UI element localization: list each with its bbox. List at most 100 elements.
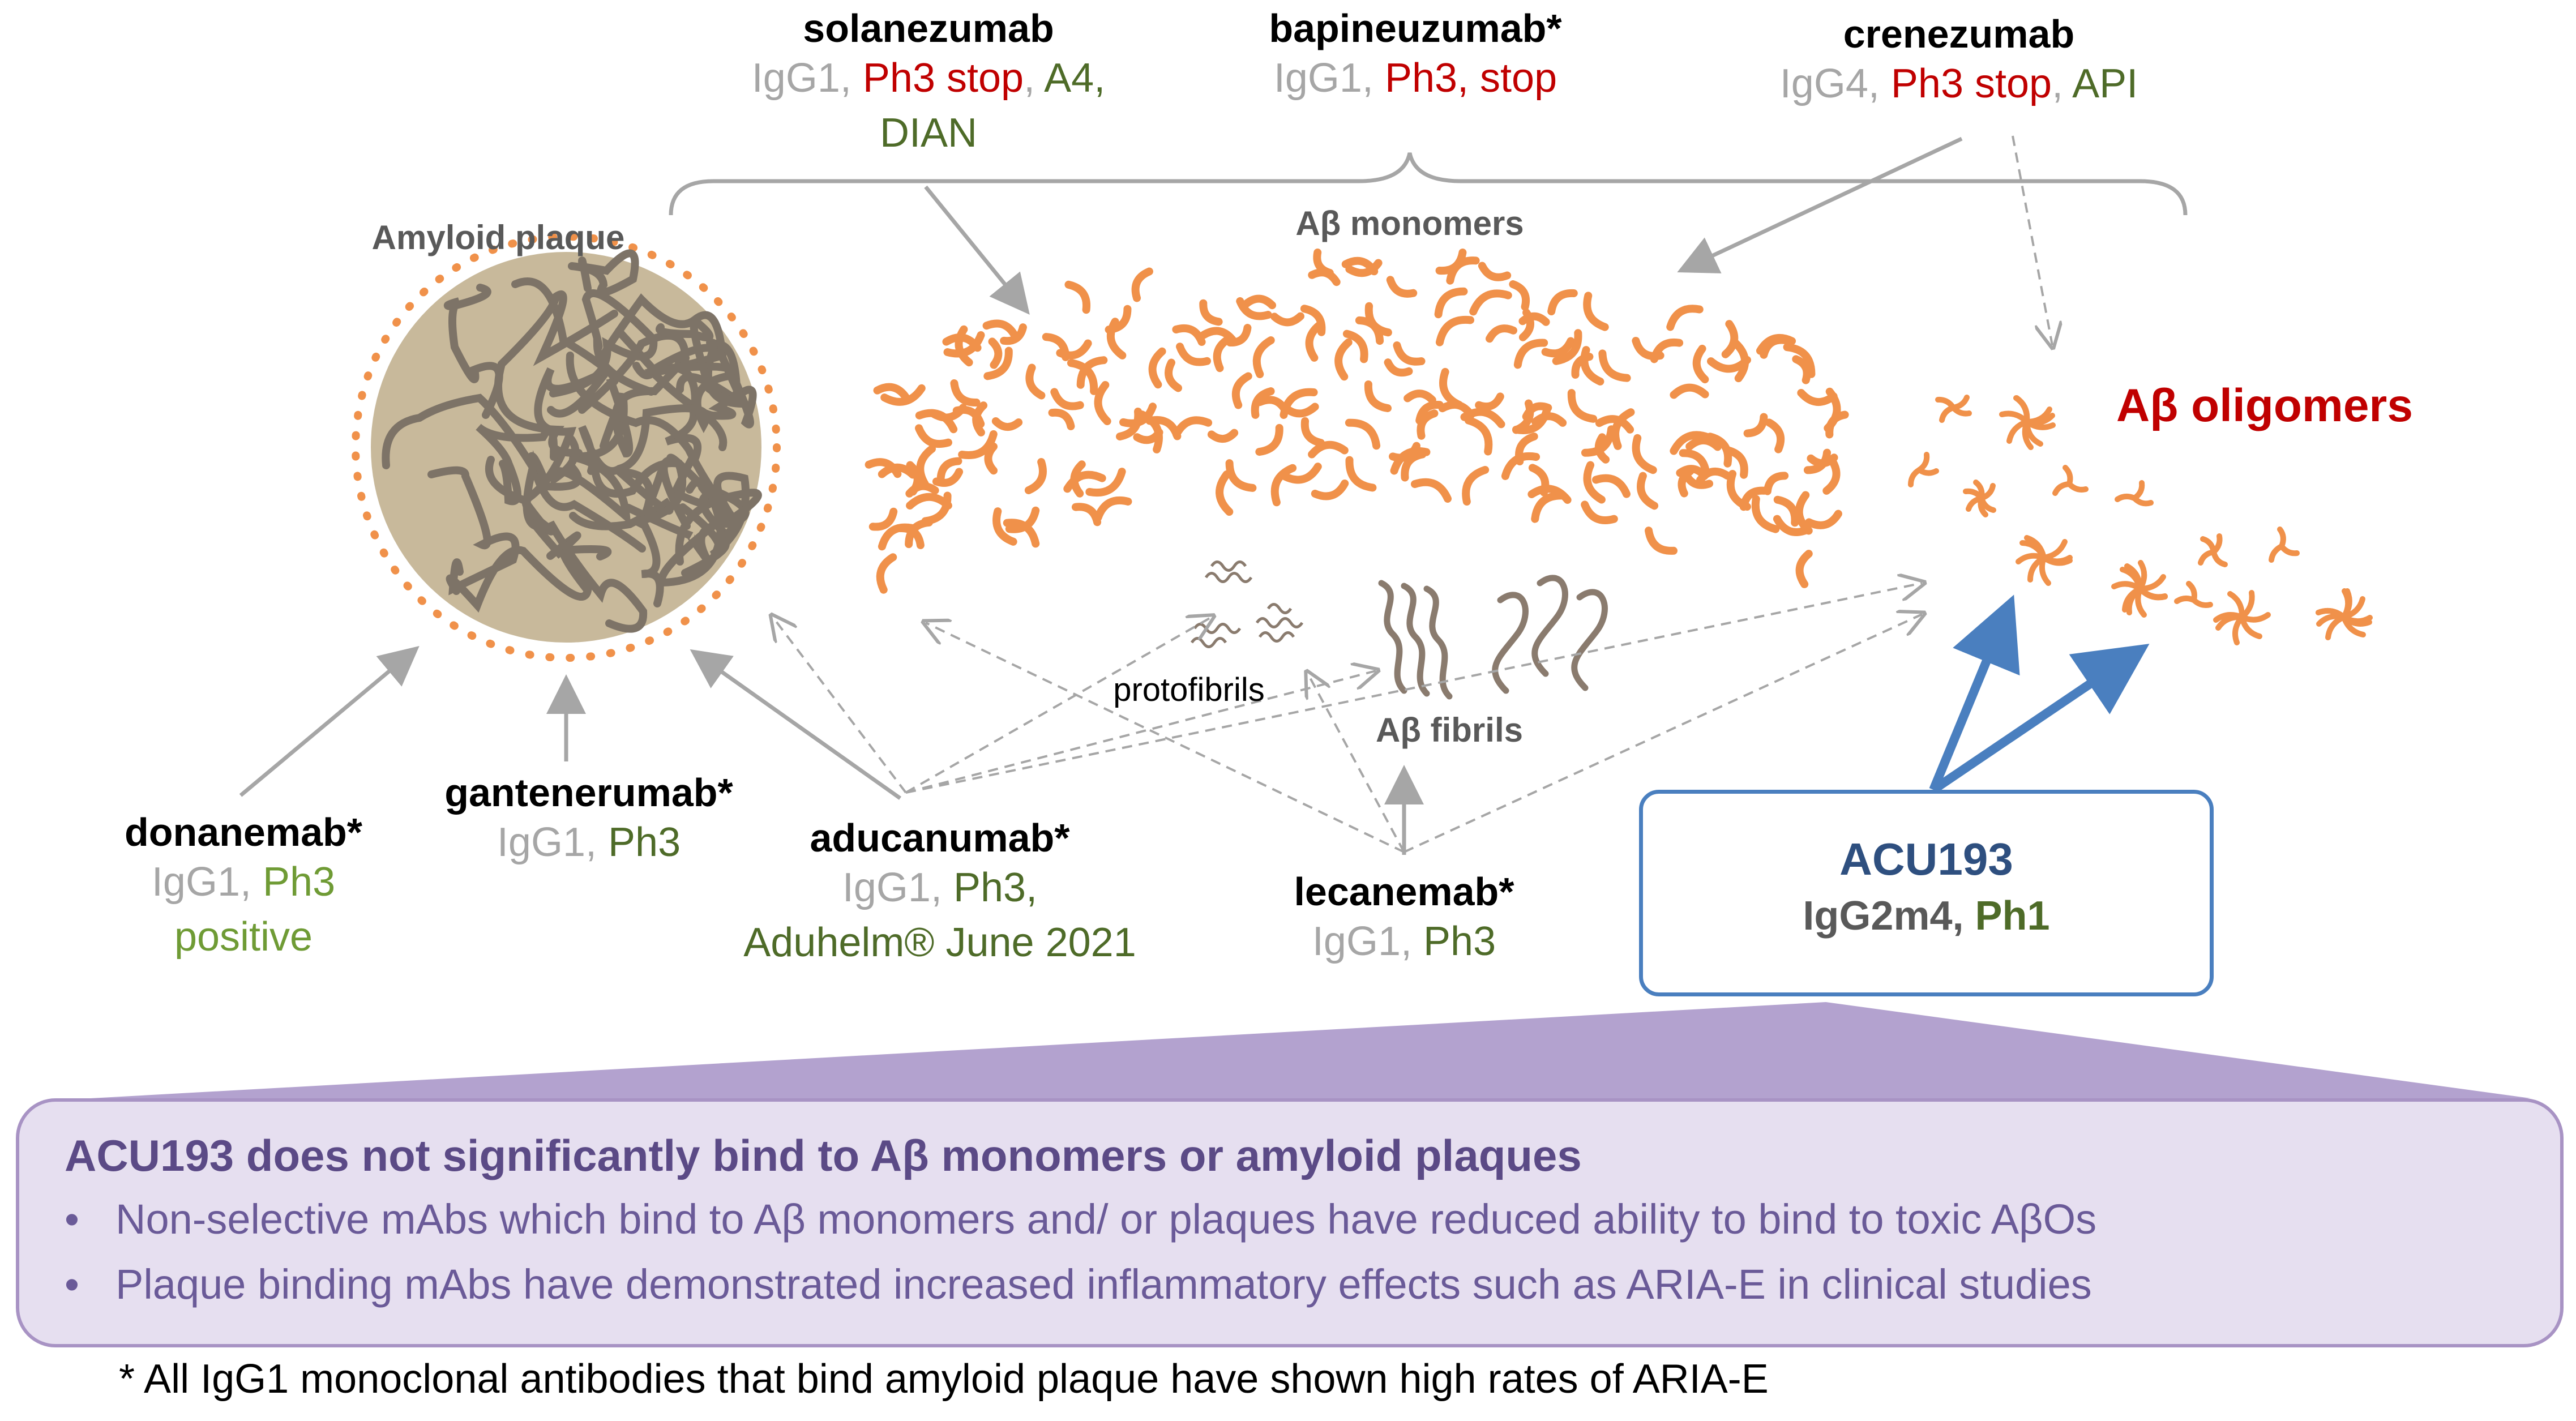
panel-bullet-2: •Plaque binding mAbs have demonstrated i… <box>65 1261 2092 1308</box>
monomer <box>1085 468 1126 497</box>
monomer <box>1231 372 1252 409</box>
plaque-fiber <box>590 450 687 607</box>
monomer <box>1300 417 1325 447</box>
amyloid-plaque-graphic <box>352 233 781 662</box>
ab-fibrils-graphic <box>1378 575 1608 700</box>
monomer <box>1236 297 1272 320</box>
monomer <box>1050 388 1084 410</box>
acu193-name: ACU193 <box>1839 834 2013 884</box>
monomer <box>916 444 936 489</box>
monomer <box>1216 470 1234 516</box>
oligomer <box>1908 452 1939 487</box>
plaque-fiber <box>476 423 558 506</box>
monomer <box>932 468 964 487</box>
monomer <box>1478 262 1512 281</box>
monomer <box>1390 447 1431 475</box>
monomer <box>1094 380 1111 426</box>
crenezumab-label: crenezumab IgG4, Ph3 stop, API <box>1779 12 2138 106</box>
monomer <box>1105 305 1132 334</box>
plaque-fiber <box>443 284 503 419</box>
monomer <box>1281 463 1322 484</box>
monomer <box>1792 355 1811 384</box>
monomer <box>1763 472 1789 495</box>
monomer <box>1270 464 1297 507</box>
monomer <box>1469 289 1512 316</box>
plaque-fiber <box>382 393 582 491</box>
monomer <box>1670 431 1714 455</box>
monomer <box>1076 356 1108 389</box>
plaque-fiber <box>494 290 618 457</box>
monomer <box>1345 418 1381 450</box>
monomer <box>1679 449 1710 477</box>
monomer <box>972 401 988 436</box>
monomer <box>1501 452 1541 480</box>
monomer-bracket <box>669 152 2188 216</box>
oligomer <box>2016 535 2073 586</box>
monomer <box>1255 423 1283 456</box>
monomer <box>936 457 962 483</box>
monomer <box>1067 359 1098 395</box>
monomer <box>1334 338 1353 381</box>
monomer <box>1213 334 1234 373</box>
monomer <box>955 325 973 367</box>
monomer <box>1207 429 1239 443</box>
monomer <box>1773 515 1812 536</box>
monomer <box>1567 389 1598 423</box>
plaque-fiber <box>549 289 658 397</box>
monomer <box>868 507 898 531</box>
monomer <box>1795 550 1813 588</box>
monomer <box>1024 457 1047 495</box>
oligomer <box>2213 590 2271 645</box>
monomer <box>1176 343 1211 366</box>
monomer <box>1439 367 1464 409</box>
monomer <box>1541 337 1575 358</box>
protofibrils-label: protofibrils <box>1113 671 1265 708</box>
acu193-box: ACU193 IgG2m4, Ph1 <box>1639 790 2214 996</box>
amyloid-plaque-label: Amyloid plaque <box>371 219 625 256</box>
monomer <box>1308 268 1341 286</box>
monomer <box>1119 403 1157 427</box>
gantenerumab-label: gantenerumab* IgG1, Ph3 <box>444 771 733 865</box>
monomer <box>1512 399 1534 434</box>
plaque-fiber <box>566 352 762 566</box>
monomer <box>1305 321 1324 362</box>
monomer <box>1824 387 1841 433</box>
monomer <box>1417 409 1439 440</box>
monomer <box>876 553 897 594</box>
monomer <box>1611 408 1635 450</box>
monomer <box>1410 478 1452 503</box>
monomer <box>988 337 1003 369</box>
oligomer <box>2115 480 2154 507</box>
monomer <box>1003 519 1040 548</box>
oligomer <box>2316 588 2373 640</box>
monomer <box>1805 510 1842 529</box>
monomer <box>1393 341 1426 366</box>
monomer <box>983 346 1013 380</box>
monomer <box>1583 461 1606 504</box>
monomer <box>1581 425 1616 457</box>
monomer <box>1256 396 1290 415</box>
plaque-fiber <box>657 477 737 587</box>
monomer <box>1364 380 1392 413</box>
aducanumab-label: aducanumab* IgG1, Ph3, Aduhelm® June 202… <box>743 816 1136 966</box>
monomer <box>1645 527 1678 555</box>
oligomer <box>1999 395 2056 450</box>
monomer <box>1165 358 1183 392</box>
monomer <box>1048 408 1075 430</box>
monomer <box>1743 413 1768 438</box>
monomer <box>991 417 1023 431</box>
monomer <box>1598 349 1631 382</box>
monomer <box>1000 323 1027 345</box>
plaque-fiber <box>523 450 646 560</box>
monomer <box>992 507 1017 546</box>
monomer <box>878 523 916 551</box>
ab-fibrils-label: Aβ fibrils <box>1376 711 1523 749</box>
footnote: * All IgG1 monoclonal antibodies that bi… <box>119 1356 1769 1402</box>
donanemab-label: donanemab* IgG1, Ph3 positive <box>124 810 363 960</box>
monomer <box>1751 495 1780 533</box>
plaque-fiber <box>446 545 612 613</box>
monomer <box>1071 503 1102 527</box>
monomer <box>880 384 926 406</box>
monomer <box>1364 302 1392 337</box>
